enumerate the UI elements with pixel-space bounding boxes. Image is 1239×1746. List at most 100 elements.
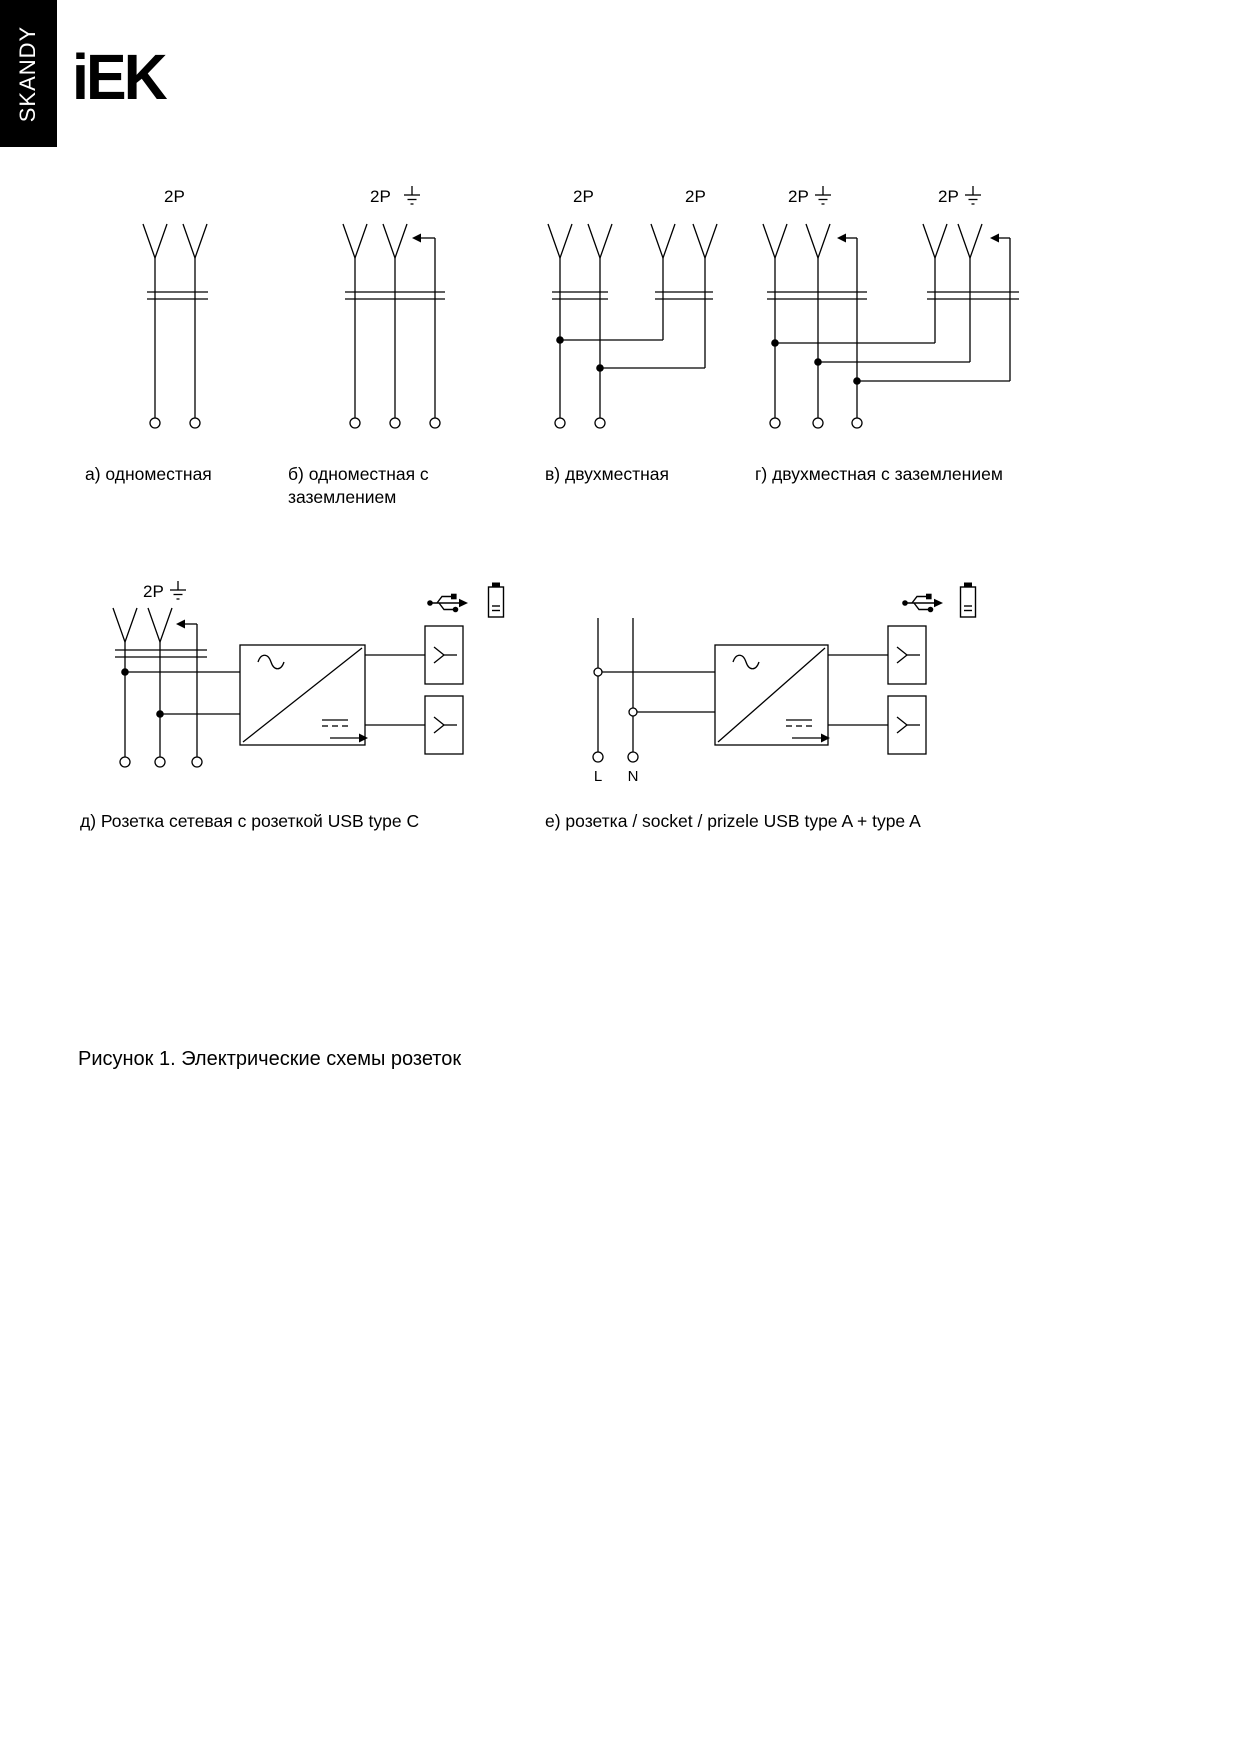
terminal-circle — [592, 751, 604, 763]
diagram-e-socket-usb-a: L N — [578, 572, 998, 827]
terminal-circle — [189, 417, 201, 429]
terminal-circle — [119, 756, 131, 768]
diagram-b-schematic: 2P — [342, 185, 445, 429]
usb-output-ports — [424, 625, 464, 755]
terminal-circle — [769, 417, 781, 429]
plug-contact-icon — [650, 223, 676, 259]
wires — [354, 237, 436, 418]
earth-ground-icon — [814, 185, 832, 205]
dc-symbol-icon — [785, 719, 813, 727]
iek-logo: iEK — [72, 41, 168, 113]
diagram-d-label: д) Розетка сетевая с розеткой USB type C — [80, 811, 420, 831]
diagram-b-label: б) одноместная с заземлением — [288, 464, 429, 508]
plug-contact-icon — [957, 223, 983, 259]
dc-symbol-icon — [321, 719, 349, 727]
battery-icon — [487, 581, 505, 618]
terminal-n-label: N — [628, 768, 639, 785]
diagram-v-double-socket: 2P 2P — [540, 180, 740, 445]
plug-contact-icon — [805, 223, 831, 259]
ac-wave-icon — [257, 654, 285, 670]
usb-icon — [426, 593, 469, 613]
socket-face-lines — [552, 291, 713, 300]
acdc-converter-box — [714, 644, 830, 746]
terminal-circle — [594, 417, 606, 429]
junction-dot — [814, 358, 822, 366]
socket-face-lines — [147, 291, 208, 300]
battery-icon — [959, 581, 977, 618]
earth-ground-icon — [403, 185, 421, 205]
output-wires — [828, 654, 888, 726]
terminal-circle — [191, 756, 203, 768]
plug-contact-icon — [762, 223, 788, 259]
diagram-g-schematic: 2P 2P — [762, 185, 1019, 429]
output-arrow-icon — [821, 733, 830, 743]
ac-wave-icon — [732, 654, 760, 670]
plug-contact-icon — [547, 223, 573, 259]
pole-count-label: 2P — [788, 187, 809, 206]
plug-contact-icon — [182, 223, 208, 259]
wires — [774, 237, 1011, 418]
tap-terminal-circle — [628, 707, 638, 717]
diagram-a-label: а) одноместная — [85, 464, 212, 484]
output-wires — [365, 654, 425, 726]
series-tab: SKANDY — [0, 0, 57, 147]
junction-dot — [771, 339, 779, 347]
earth-ground-icon — [964, 185, 982, 205]
pole-count-label: 2P — [370, 187, 391, 206]
socket-face-lines — [767, 291, 1019, 300]
usb-port-icon — [433, 646, 458, 664]
earth-contact-arrow-icon — [412, 233, 421, 243]
diagram-v-schematic: 2P 2P — [547, 187, 718, 429]
diagram-a-schematic: 2P — [142, 187, 208, 429]
junction-dot — [853, 377, 861, 385]
plug-contact-icon — [382, 223, 408, 259]
diagram-g-label: г) двухместная с заземлением — [755, 464, 1003, 484]
earth-contact-arrow-icon — [176, 619, 185, 629]
diagram-d-socket-usb-c: 2P — [100, 572, 520, 827]
pole-count-label: 2P — [143, 582, 164, 601]
pole-count-label: 2P — [573, 187, 594, 206]
terminal-circle — [154, 756, 166, 768]
diagram-d-schematic: 2P — [112, 580, 505, 768]
wires — [124, 623, 240, 757]
usb-output-ports — [887, 625, 927, 755]
plug-contact-icon — [922, 223, 948, 259]
figure-caption: Рисунок 1. Электрические схемы розеток — [78, 1048, 462, 1070]
earth-contact-arrow-icon — [990, 233, 999, 243]
junction-dot — [556, 336, 564, 344]
diagram-b-single-socket-earthed: 2P — [330, 180, 465, 445]
diagram-e-schematic: L N — [592, 581, 977, 785]
terminal-circle — [349, 417, 361, 429]
plug-contact-icon — [587, 223, 613, 259]
terminal-circle — [812, 417, 824, 429]
wires — [559, 258, 706, 418]
junction-dot — [596, 364, 604, 372]
wires — [154, 258, 196, 418]
diagram-e-label: е) розетка / socket / prizele USB type A… — [545, 811, 921, 831]
acdc-converter-box — [239, 644, 368, 746]
terminal-circle — [149, 417, 161, 429]
usb-icon — [901, 593, 944, 613]
pole-count-label: 2P — [938, 187, 959, 206]
socket-face-lines — [345, 291, 445, 300]
terminal-circle — [429, 417, 441, 429]
junction-dot — [121, 668, 129, 676]
usb-port-icon — [896, 716, 921, 734]
earth-ground-icon — [169, 580, 187, 600]
wires — [597, 618, 715, 752]
output-arrow-icon — [359, 733, 368, 743]
terminal-l-label: L — [594, 768, 602, 785]
terminal-circle — [627, 751, 639, 763]
pole-count-label: 2P — [164, 187, 185, 206]
plug-contact-icon — [142, 223, 168, 259]
pole-count-label: 2P — [685, 187, 706, 206]
usb-port-icon — [433, 716, 458, 734]
tap-terminal-circle — [593, 667, 603, 677]
diagram-g-double-socket-earthed: 2P 2P — [755, 180, 1040, 445]
plug-contact-icon — [147, 607, 173, 643]
terminal-circle — [554, 417, 566, 429]
earth-contact-arrow-icon — [837, 233, 846, 243]
plug-contact-icon — [692, 223, 718, 259]
usb-port-icon — [896, 646, 921, 664]
